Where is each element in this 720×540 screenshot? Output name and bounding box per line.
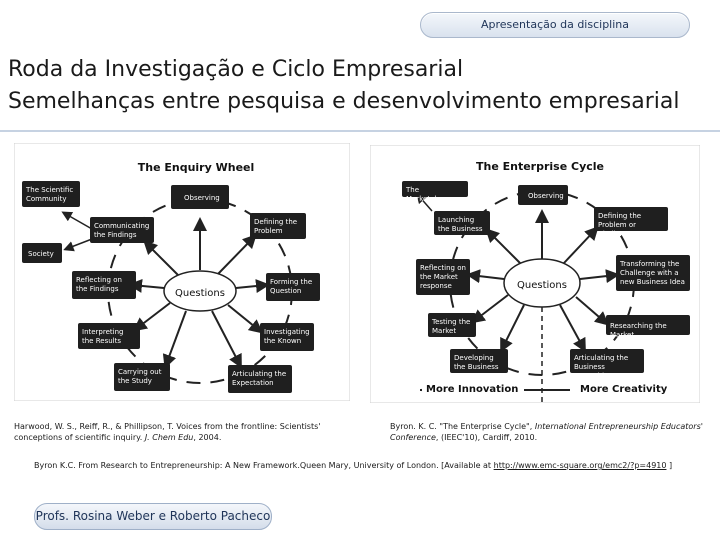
- axis-left-label-bg: [422, 379, 524, 395]
- reference-byron-2010: Byron. K. C. "The Enterprise Cycle", Int…: [390, 421, 720, 443]
- slide-title-line-1: Roda da Investigação e Ciclo Empresarial: [8, 57, 464, 82]
- authors-pill: Profs. Rosina Weber e Roberto Pacheco: [34, 503, 272, 530]
- node-observing-label: Observing: [184, 194, 220, 202]
- node-observing: Observing: [171, 185, 229, 209]
- cycle-outer-link: [416, 192, 433, 212]
- axis-right-label: More Creativity: [580, 384, 668, 395]
- node-society: Society: [22, 243, 62, 263]
- reference-harwood-text: Harwood, W. S., Reiff, R., & Phillipson,…: [14, 422, 321, 442]
- wheel-center-ellipse: [163, 270, 237, 312]
- enterprise-cycle-title: The Enterprise Cycle: [476, 160, 604, 173]
- wheel-center-label: Questions: [175, 288, 225, 299]
- reference-framework-end: ]: [666, 461, 673, 470]
- node-society-label: Society: [28, 250, 54, 258]
- section-pill: Apresentação da disciplina: [420, 12, 690, 38]
- reference-byron-framework: Byron K.C. From Research to Entrepreneur…: [34, 460, 714, 471]
- axis-left-label: More Innovation: [426, 384, 518, 395]
- cycle-spokes: [466, 209, 620, 353]
- axis-right-label-bg: [570, 379, 668, 395]
- reference-byron-venue: International Entrepreneurship Educators…: [390, 422, 703, 442]
- title-divider: [0, 130, 720, 132]
- reference-framework-link[interactable]: http://www.emc-square.org/emc2/?p=4910: [493, 461, 667, 470]
- reference-harwood-journal: J. Chem Edu: [144, 433, 194, 442]
- enquiry-wheel-title: The Enquiry Wheel: [138, 161, 255, 174]
- reference-byron-end: , (IEEC'10), Cardiff, 2010.: [435, 433, 538, 442]
- reference-byron-text: Byron. K. C. "The Enterprise Cycle",: [390, 422, 535, 431]
- cycle-center-label: Questions: [517, 280, 567, 291]
- cycle-node-observing-label: Observing: [528, 192, 564, 200]
- wheel-outer-links: [61, 211, 93, 252]
- slide-title-line-2: Semelhanças entre pesquisa e desenvolvim…: [8, 89, 680, 114]
- reference-framework-text: Byron K.C. From Research to Entrepreneur…: [34, 461, 494, 470]
- wheel-spokes: [128, 217, 270, 369]
- enquiry-wheel-diagram: The Enquiry Wheel Questions The: [14, 143, 350, 401]
- reference-harwood-end: , 2004.: [193, 433, 222, 442]
- reference-harwood: Harwood, W. S., Reiff, R., & Phillipson,…: [14, 421, 354, 443]
- cycle-node-observing: Observing: [518, 185, 568, 205]
